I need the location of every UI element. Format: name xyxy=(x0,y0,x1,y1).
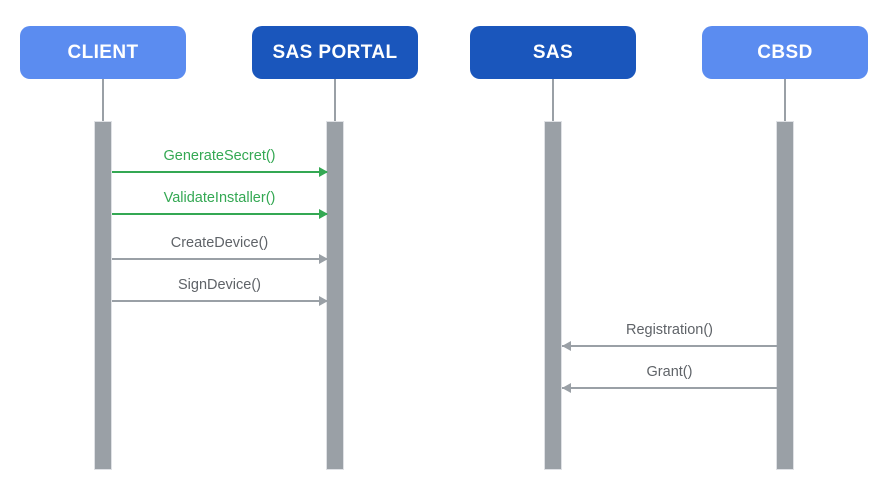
actor-box-client[interactable]: CLIENT xyxy=(20,26,186,79)
activation-bar-client xyxy=(94,121,112,470)
lifeline-cbsd xyxy=(784,79,786,121)
message-line-create-device xyxy=(112,258,327,260)
lifeline-client xyxy=(102,79,104,121)
arrow-head-right-icon-validate-installer xyxy=(319,209,328,219)
message-label-sign-device: SignDevice() xyxy=(178,277,261,293)
activation-bar-sas xyxy=(544,121,562,470)
arrow-head-left-icon-grant xyxy=(562,383,571,393)
actor-label-sas: SAS xyxy=(532,41,574,63)
message-label-create-device: CreateDevice() xyxy=(170,235,269,251)
actor-label-sas-portal: SAS PORTAL xyxy=(272,41,398,63)
lifeline-sas-portal xyxy=(334,79,336,121)
message-label-grant: Grant() xyxy=(646,364,693,380)
arrow-head-right-icon-generate-secret xyxy=(319,167,328,177)
message-line-grant xyxy=(562,387,777,389)
message-line-generate-secret xyxy=(112,171,327,173)
actor-box-sas[interactable]: SAS xyxy=(470,26,636,79)
arrow-head-left-icon-registration xyxy=(562,341,571,351)
activation-bar-cbsd xyxy=(776,121,794,470)
message-label-validate-installer: ValidateInstaller() xyxy=(163,190,276,206)
arrow-head-right-icon-sign-device xyxy=(319,296,328,306)
actor-box-sas-portal[interactable]: SAS PORTAL xyxy=(252,26,418,79)
message-line-validate-installer xyxy=(112,213,327,215)
message-label-generate-secret: GenerateSecret() xyxy=(163,148,276,164)
message-label-registration: Registration() xyxy=(625,322,714,338)
actor-box-cbsd[interactable]: CBSD xyxy=(702,26,868,79)
arrow-head-right-icon-create-device xyxy=(319,254,328,264)
lifeline-sas xyxy=(552,79,554,121)
message-line-sign-device xyxy=(112,300,327,302)
actor-label-client: CLIENT xyxy=(67,41,139,63)
message-line-registration xyxy=(562,345,777,347)
activation-bar-sas-portal xyxy=(326,121,344,470)
actor-label-cbsd: CBSD xyxy=(757,41,813,63)
